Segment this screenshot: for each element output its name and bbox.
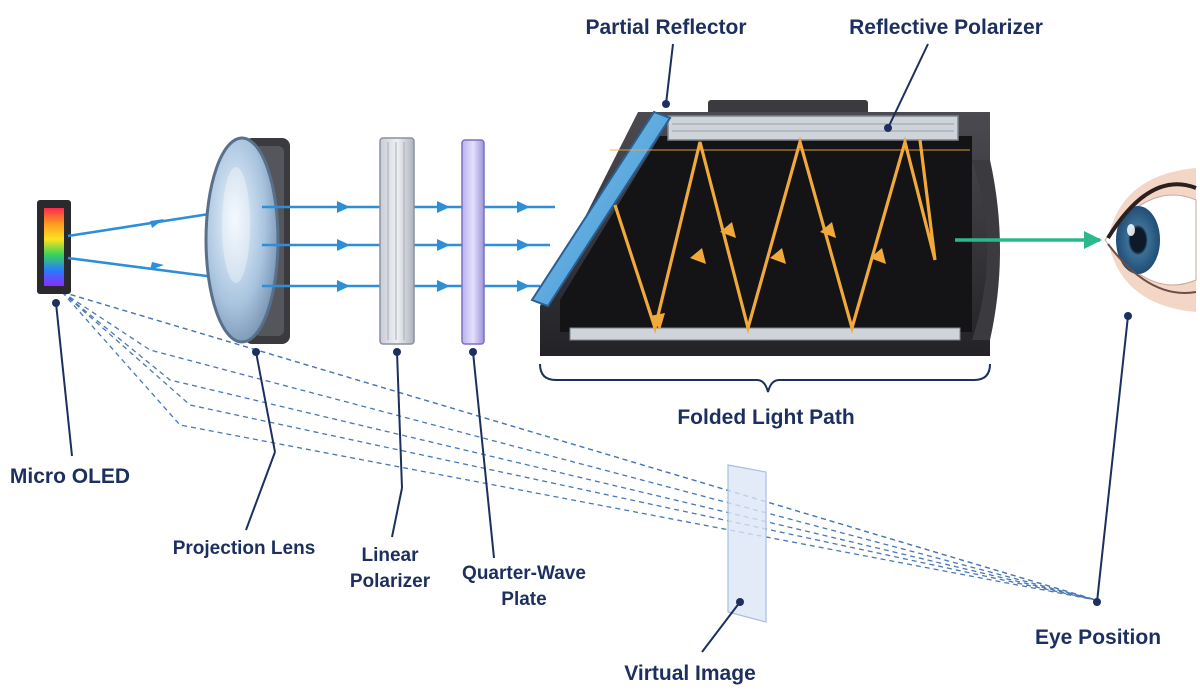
virtual-ray-2	[61, 291, 1097, 601]
folded-path-bracket	[539, 363, 991, 393]
quarter-wave-plate	[461, 139, 485, 345]
linear-polarizer-plate	[379, 137, 415, 345]
label-linear-polarizer-line2: Polarizer	[350, 571, 431, 592]
label-reflective-polarizer: Reflective Polarizer	[849, 16, 1043, 39]
virtual-ray-3	[61, 291, 1097, 601]
folded-reflection-path	[610, 135, 970, 335]
human-eye-icon	[1104, 168, 1197, 312]
label-quarter-wave-line1: Quarter-Wave	[462, 563, 586, 584]
label-virtual-image: Virtual Image	[624, 662, 756, 685]
virtual-image-rays	[61, 291, 1097, 601]
label-projection-lens: Projection Lens	[173, 538, 316, 559]
label-eye-position: Eye Position	[1035, 626, 1161, 649]
label-leaders	[52, 43, 1132, 653]
biconvex-lens-icon	[204, 136, 290, 344]
folded-optics-housing	[530, 100, 1000, 356]
label-micro-oled: Micro OLED	[10, 465, 130, 488]
label-partial-reflector: Partial Reflector	[585, 16, 746, 39]
label-quarter-wave-line2: Plate	[501, 589, 546, 610]
virtual-image-plane	[727, 464, 767, 623]
virtual-ray-4	[61, 291, 1097, 601]
label-linear-polarizer-line1: Linear	[361, 545, 419, 566]
diverging-beams	[67, 210, 223, 280]
micro-oled-panel-icon	[37, 200, 71, 294]
label-folded-light-path: Folded Light Path	[677, 406, 854, 429]
